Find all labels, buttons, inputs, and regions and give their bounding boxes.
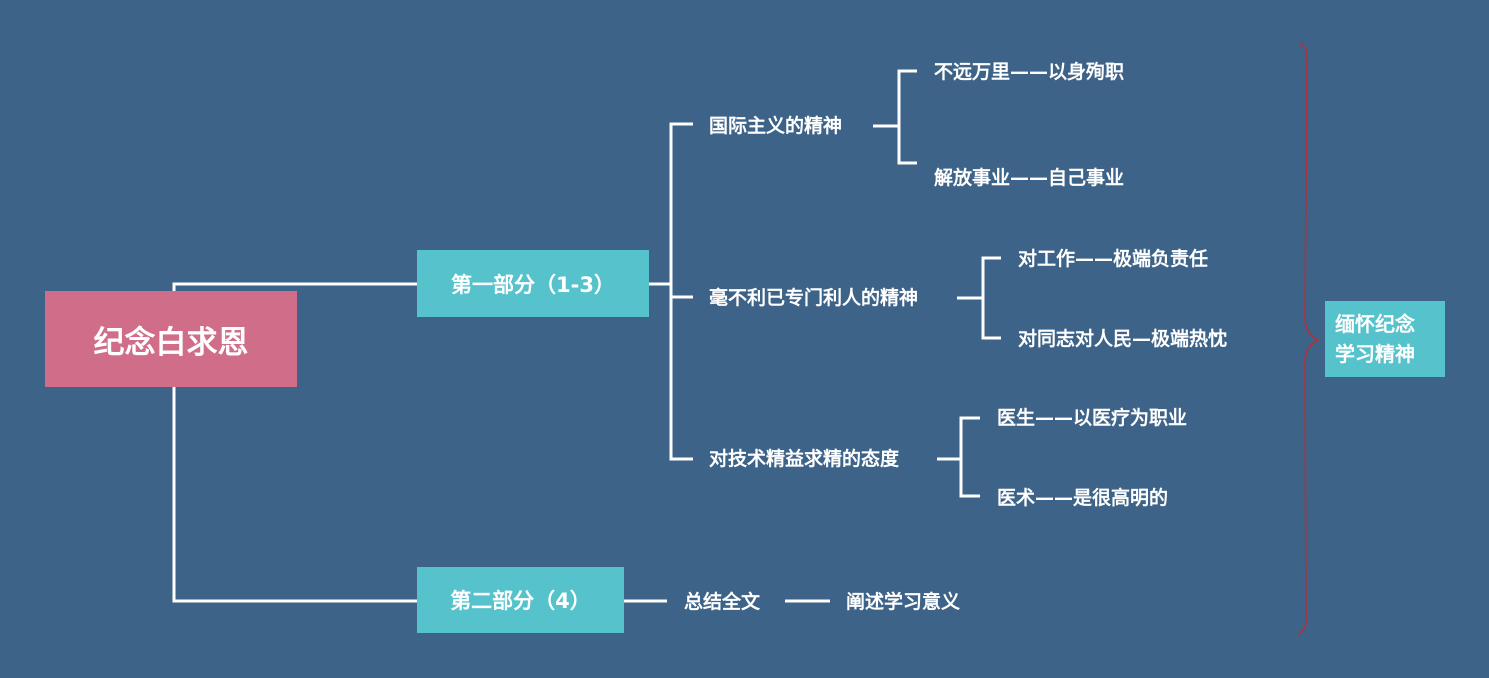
theme-node[interactable]: 对技术精益求精的态度 xyxy=(709,448,900,470)
part1-node[interactable]: 第一部分（1-3） xyxy=(417,250,649,317)
summary-line-1: 缅怀纪念 xyxy=(1335,312,1415,336)
connector-part1-bracket xyxy=(669,122,693,461)
detail-node[interactable]: 解放事业——自己事业 xyxy=(934,167,1125,189)
detail-node[interactable]: 阐述学习意义 xyxy=(846,591,961,613)
detail-node[interactable]: 不远万里——以身殉职 xyxy=(934,61,1125,83)
connector-theme3-bracket xyxy=(959,416,980,498)
connector-theme2-bracket xyxy=(981,256,1001,340)
summary-line-2: 学习精神 xyxy=(1335,342,1415,366)
summary-brace xyxy=(1297,43,1320,635)
summary-node[interactable]: 缅怀纪念 学习精神 xyxy=(1325,301,1445,377)
connector-root-part2 xyxy=(172,387,417,603)
detail-node[interactable]: 医生——以医疗为职业 xyxy=(997,407,1188,429)
part2-label: 第二部分（4） xyxy=(450,589,591,613)
theme-node[interactable]: 毫不利已专门利人的精神 xyxy=(709,287,919,309)
detail-node[interactable]: 对工作——极端负责任 xyxy=(1018,248,1209,270)
connector-theme1-bracket xyxy=(897,69,917,165)
theme-node[interactable]: 国际主义的精神 xyxy=(709,115,843,137)
part1-label: 第一部分（1-3） xyxy=(451,272,615,297)
part2-node[interactable]: 第二部分（4） xyxy=(417,567,624,633)
connector-root-part1 xyxy=(172,282,417,291)
root-label: 纪念白求恩 xyxy=(93,324,249,361)
detail-node[interactable]: 医术——是很高明的 xyxy=(997,487,1169,509)
theme-node[interactable]: 总结全文 xyxy=(684,591,761,613)
root-node[interactable]: 纪念白求恩 xyxy=(45,291,297,387)
detail-node[interactable]: 对同志对人民—极端热忱 xyxy=(1018,328,1228,350)
